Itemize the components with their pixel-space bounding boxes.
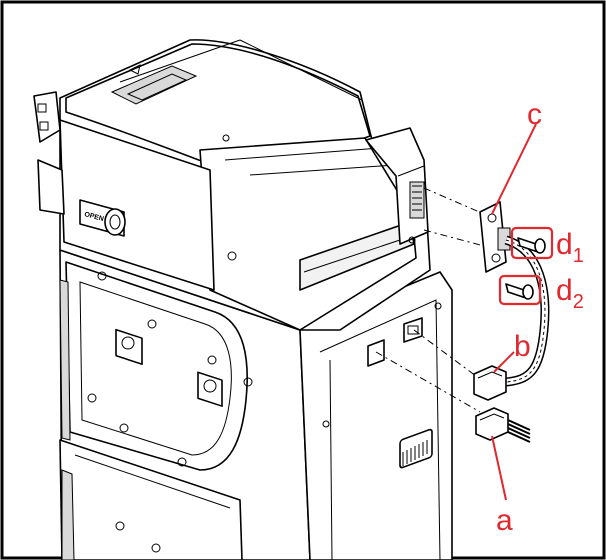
highlight-box-d1 [510, 226, 554, 260]
connector-a [475, 407, 531, 443]
callout-c: c [527, 98, 542, 131]
callout-d2-sub: 2 [573, 291, 584, 313]
open-label: OPEN [83, 211, 104, 223]
callout-d2-base: d [556, 274, 573, 307]
screw-d2 [505, 283, 534, 300]
guide-lines [375, 187, 485, 413]
callout-d2: d2 [556, 274, 584, 313]
callout-d1-base: d [556, 228, 573, 261]
open-knob-panel: OPEN [79, 199, 126, 237]
connector-b [473, 365, 507, 401]
machine-body: OPEN [33, 39, 453, 560]
callout-d1: d1 [556, 228, 584, 267]
vent-grille [402, 440, 428, 466]
callout-a: a [496, 504, 513, 537]
screw-d1 [517, 237, 546, 254]
cable-assembly-c [479, 201, 550, 387]
body-screws [87, 134, 442, 553]
callout-b: b [514, 330, 531, 363]
highlight-box-d2 [498, 274, 542, 306]
leader-lines [491, 123, 537, 501]
callout-d1-sub: 1 [573, 245, 584, 267]
